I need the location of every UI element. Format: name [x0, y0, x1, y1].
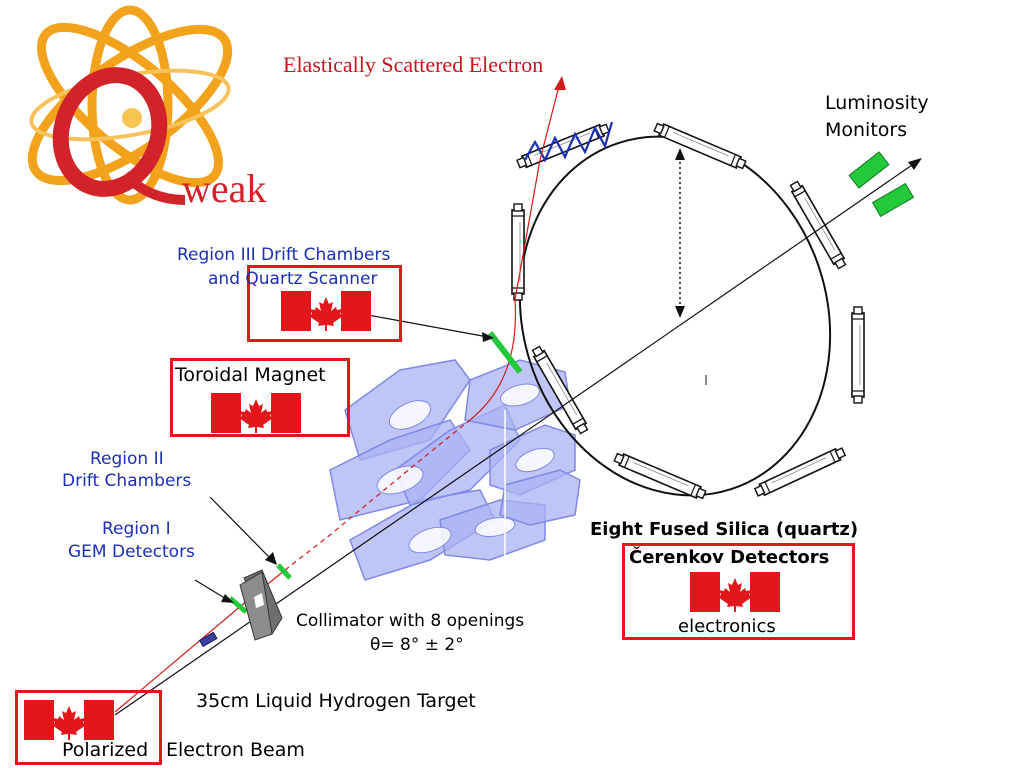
collimator-label-line1: Collimator with 8 openings	[296, 611, 525, 631]
detector-ring	[518, 135, 832, 497]
region1-gem	[228, 596, 248, 614]
region2-label-line2: Drift Chambers	[62, 471, 192, 491]
region1-label-line2: GEM Detectors	[68, 542, 195, 562]
qweak-logo-icon	[27, 5, 233, 205]
toroidal-magnet-label: Toroidal Magnet	[175, 364, 326, 386]
region2-chamber	[276, 563, 292, 580]
quartz-label-line2: Čerenkov Detectors	[629, 547, 830, 568]
scattered-electron-label: Elastically Scattered Electron	[283, 52, 544, 77]
collimator-label-line2: θ= 8° ± 2°	[370, 635, 464, 655]
beam-label-a: Polarized	[62, 739, 149, 761]
region3-label-line1: Region III Drift Chambers	[177, 245, 391, 265]
luminosity-label-line1: Luminosity	[825, 92, 929, 114]
region3-box	[247, 265, 402, 342]
region3-label-line2: and Quartz Scanner	[208, 269, 378, 289]
region1-label-line1: Region I	[102, 519, 171, 539]
beam-box	[15, 690, 162, 765]
logo-text: weak	[182, 166, 266, 211]
region2-label-line1: Region II	[90, 449, 164, 469]
toroidal-box	[170, 358, 350, 437]
region3-chamber	[487, 331, 523, 374]
target-label: 35cm Liquid Hydrogen Target	[196, 690, 476, 712]
cerenkov-box	[622, 543, 855, 640]
electronics-label: electronics	[678, 616, 776, 637]
luminosity-label-line2: Monitors	[825, 119, 908, 141]
beam-label-b: Electron Beam	[166, 739, 305, 761]
quartz-label-line1: Eight Fused Silica (quartz)	[590, 519, 859, 540]
luminosity-monitors	[848, 151, 915, 218]
collimator-icon	[239, 569, 283, 641]
hydrogen-target	[198, 631, 218, 648]
